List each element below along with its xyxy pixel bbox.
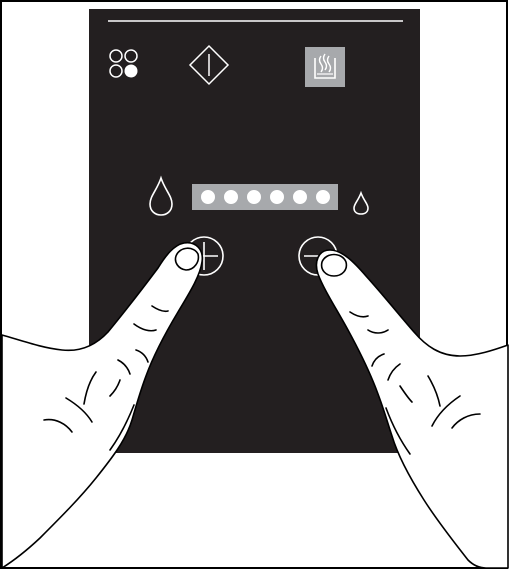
indicator-led <box>225 191 238 204</box>
indicator-led <box>271 191 284 204</box>
indicator-led <box>294 191 307 204</box>
indicator-led <box>202 191 215 204</box>
indicator-led <box>317 191 330 204</box>
heating-steam-icon[interactable] <box>305 47 345 87</box>
indicator-led <box>248 191 261 204</box>
